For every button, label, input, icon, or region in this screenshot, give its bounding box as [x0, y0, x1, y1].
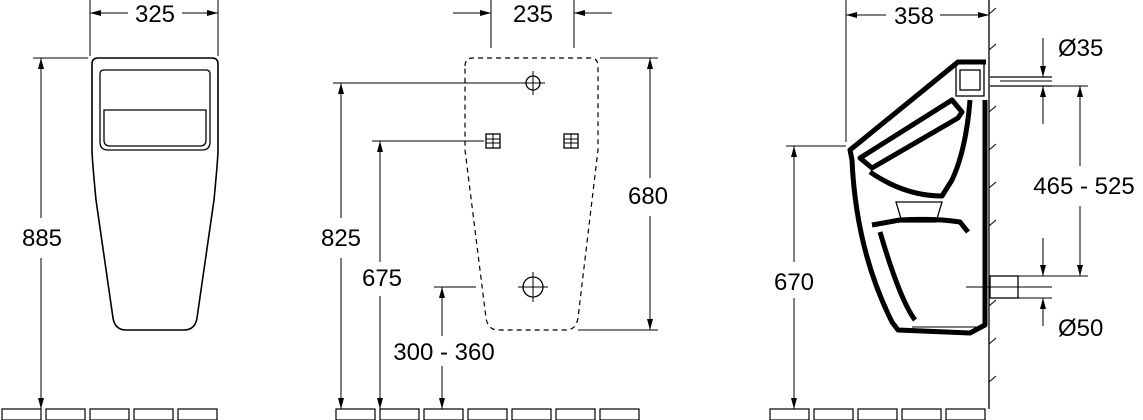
dim-front-height-label: 885 [22, 225, 62, 252]
dim-front-width: 325 [89, 0, 219, 56]
dim-side-inlet-diameter: Ø35 [1040, 35, 1103, 124]
dim-back-outlet-height-label: 300 - 360 [393, 339, 494, 366]
side-view-urinal [847, 59, 988, 336]
right-fixing-bracket-icon [563, 133, 579, 149]
dim-side-rim-height: 670 [774, 145, 846, 409]
floor-right [769, 408, 986, 420]
dim-back-height-fixing: 680 [578, 57, 668, 331]
dim-side-depth-label: 358 [894, 3, 934, 30]
dim-back-height-total: 825 [321, 82, 522, 409]
dim-back-height-mid-label: 675 [362, 265, 402, 292]
back-view-outline [464, 57, 599, 331]
front-view-urinal [91, 57, 219, 331]
dim-side-rim-height-label: 670 [774, 269, 814, 296]
back-outlet-crosshair-icon [518, 272, 548, 302]
dim-front-width-label: 325 [135, 1, 175, 28]
side-outlet-pipe [966, 275, 1052, 299]
dim-side-inlet-diameter-label: Ø35 [1058, 35, 1103, 62]
side-inlet-pipe [990, 76, 1052, 87]
dim-back-height-fixing-label: 680 [628, 183, 668, 210]
left-fixing-bracket-icon [485, 133, 501, 149]
side-wall [988, 0, 997, 409]
dim-back-height-total-label: 825 [321, 225, 361, 252]
dim-side-depth: 358 [845, 0, 989, 142]
dim-back-width: 235 [453, 0, 612, 48]
dim-side-inlet-outlet-span-label: 465 - 525 [1033, 173, 1134, 200]
dim-side-outlet-diameter-label: Ø50 [1058, 315, 1103, 342]
floor-left [1, 408, 218, 420]
floor-middle [335, 408, 640, 420]
dim-back-height-mid: 675 [362, 140, 484, 409]
dim-side-outlet-diameter: Ø50 [1040, 238, 1103, 342]
dim-back-width-label: 235 [513, 1, 553, 28]
dim-front-height: 885 [22, 57, 88, 409]
dim-side-inlet-outlet-span: 465 - 525 [1033, 85, 1135, 277]
dim-back-outlet-height: 300 - 360 [393, 286, 495, 409]
back-inlet-crosshair-icon [521, 71, 545, 95]
